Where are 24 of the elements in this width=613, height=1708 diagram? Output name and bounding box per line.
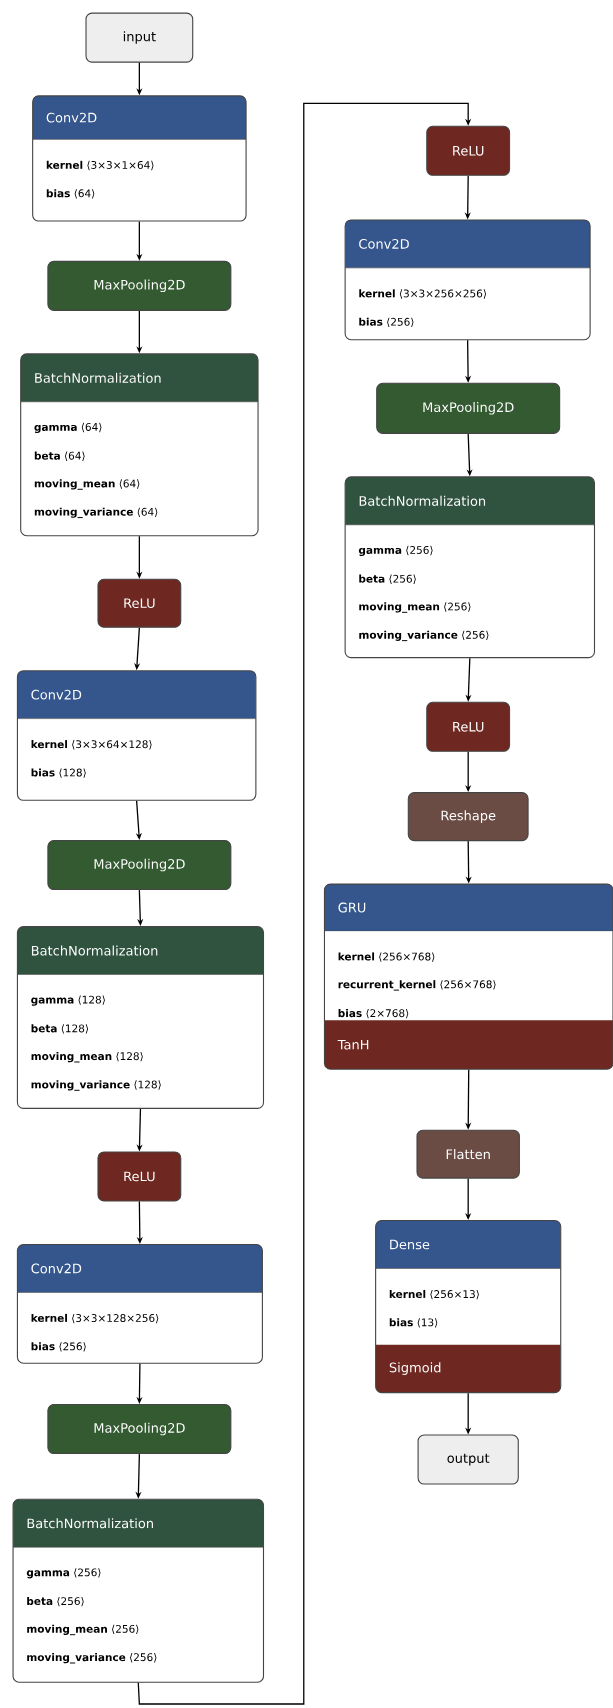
layer-box: MaxPooling2D <box>47 1404 232 1455</box>
arrow <box>137 102 472 1705</box>
layer-box: MaxPooling2D <box>47 260 232 311</box>
layer-box: Reshape <box>407 792 529 842</box>
layer-box: BatchNormalization gamma ⟨256⟩ beta ⟨256⟩ moving_mean ⟨256⟩ moving_variance ⟨256⟩ <box>12 1498 265 1683</box>
layer-box: Conv2D kernel ⟨3×3×128×256⟩ bias ⟨256⟩ <box>16 1243 263 1364</box>
arrow <box>465 1178 472 1220</box>
layer-box: GRU kernel ⟨256×768⟩ recurrent_kernel ⟨256×768⟩ bias ⟨2×768⟩ TanH <box>323 883 613 1070</box>
layer-box: Conv2D kernel ⟨3×3×256×256⟩ bias ⟨256⟩ <box>344 219 591 341</box>
layer-box: Flatten <box>416 1129 520 1179</box>
layer-box: ReLU <box>97 1151 182 1202</box>
layer-box: BatchNormalization gamma ⟨64⟩ beta ⟨64⟩ moving_mean ⟨64⟩ moving_variance ⟨64⟩ <box>20 353 259 537</box>
layer-box: ReLU <box>426 125 511 176</box>
layer-box: BatchNormalization gamma ⟨256⟩ beta ⟨256⟩ moving_mean ⟨256⟩ moving_variance ⟨256⟩ <box>344 476 596 659</box>
layer-box: MaxPooling2D <box>47 840 232 891</box>
layer-box: output <box>417 1434 519 1485</box>
layer-box: MaxPooling2D <box>376 382 561 434</box>
layer-box: Conv2D kernel ⟨3×3×1×64⟩ bias ⟨64⟩ <box>32 95 247 222</box>
layer-box: Conv2D kernel ⟨3×3×64×128⟩ bias ⟨128⟩ <box>16 670 257 801</box>
layer-box: BatchNormalization gamma ⟨128⟩ beta ⟨128⟩ moving_mean ⟨128⟩ moving_variance ⟨128⟩ <box>16 926 265 1109</box>
layer-box: ReLU <box>426 701 511 752</box>
layer-box: input <box>85 12 194 63</box>
layer-box: ReLU <box>97 578 182 628</box>
layer-box: Dense kernel ⟨256×13⟩ bias ⟨13⟩ Sigmoid <box>375 1220 562 1394</box>
